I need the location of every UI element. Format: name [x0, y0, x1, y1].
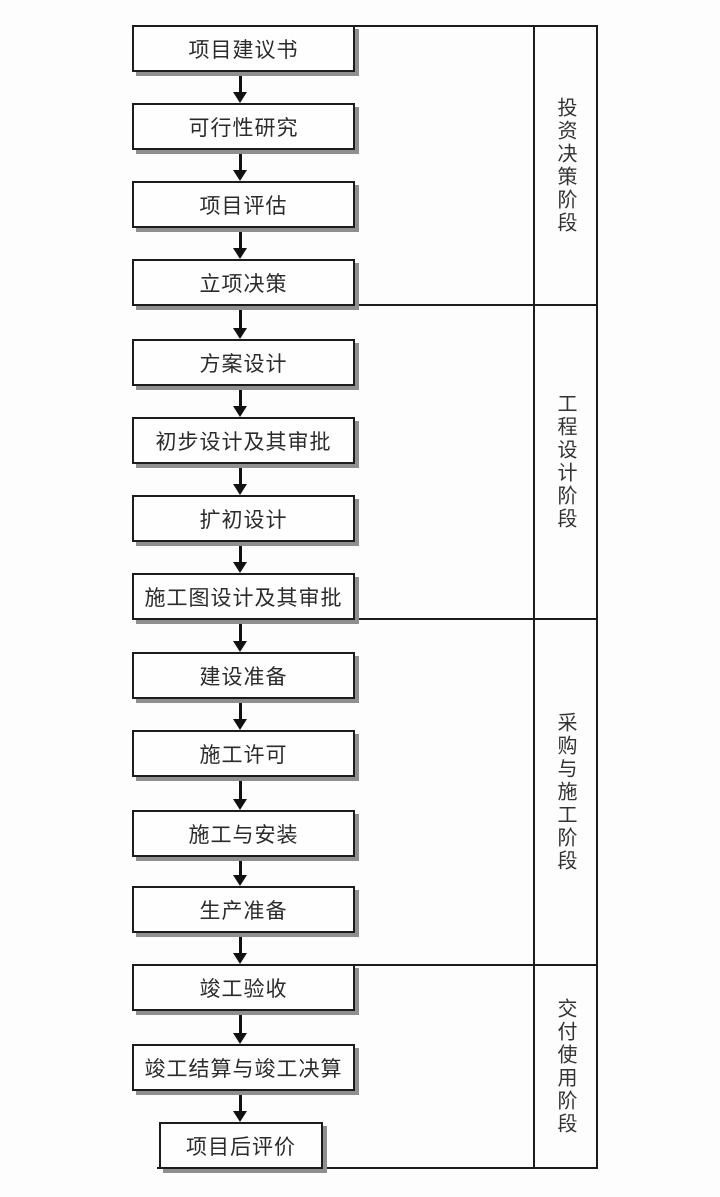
arrow-shaft — [239, 386, 242, 409]
down-arrow — [233, 620, 247, 652]
arrow-head-icon — [233, 562, 247, 573]
phase-divider-line — [353, 964, 598, 966]
arrow-shaft — [239, 620, 242, 644]
down-arrow — [233, 1011, 247, 1044]
phase-section-procurement-and-construction: 采购与施工阶段 — [535, 620, 596, 966]
flow-step-scheme-design: 方案设计 — [132, 339, 355, 386]
phase-divider-line — [353, 304, 598, 306]
arrow-shaft — [239, 699, 242, 722]
arrow-shaft — [239, 777, 242, 802]
arrow-head-icon — [233, 484, 247, 495]
flow-step-expanded-preliminary-design: 扩初设计 — [132, 495, 355, 542]
down-arrow — [233, 386, 247, 417]
flow-step-label: 扩初设计 — [199, 507, 288, 532]
flow-step-label: 立项决策 — [199, 271, 288, 296]
flow-step-completion-settlement-and-final-accounts: 竣工结算与竣工决算 — [132, 1044, 355, 1091]
phase-label: 工程设计阶段 — [554, 393, 576, 531]
arrow-head-icon — [233, 1033, 247, 1044]
flow-step-construction-preparation: 建设准备 — [132, 652, 355, 699]
arrow-shaft — [239, 1091, 242, 1114]
arrow-head-icon — [233, 641, 247, 652]
arrow-head-icon — [233, 170, 247, 181]
down-arrow — [233, 933, 247, 964]
arrow-head-icon — [233, 719, 247, 730]
down-arrow — [233, 72, 247, 103]
phase-section-handover-and-use: 交付使用阶段 — [535, 966, 596, 1167]
arrow-head-icon — [233, 1111, 247, 1122]
down-arrow — [233, 777, 247, 810]
down-arrow — [233, 464, 247, 495]
flow-step-label: 项目建议书 — [188, 37, 299, 62]
arrow-head-icon — [233, 953, 247, 964]
phase-divider-line — [157, 1167, 598, 1169]
phase-section-investment-decision: 投资决策阶段 — [535, 27, 596, 306]
arrow-shaft — [239, 542, 242, 565]
arrow-head-icon — [233, 92, 247, 103]
phase-label: 交付使用阶段 — [554, 997, 576, 1136]
flow-step-construction-and-installation: 施工与安装 — [132, 810, 355, 857]
arrow-shaft — [239, 306, 242, 331]
flow-step-project-proposal: 项目建议书 — [132, 25, 355, 72]
phase-column: 投资决策阶段 工程设计阶段 采购与施工阶段 交付使用阶段 — [533, 25, 598, 1169]
flow-step-label: 项目评估 — [199, 193, 288, 218]
flow-step-label: 方案设计 — [199, 351, 288, 376]
phase-label: 采购与施工阶段 — [554, 711, 576, 873]
flow-step-label: 初步设计及其审批 — [155, 429, 332, 454]
flow-step-label: 建设准备 — [199, 664, 288, 689]
arrow-shaft — [239, 150, 242, 173]
down-arrow — [233, 857, 247, 886]
flow-step-construction-drawing-design-and-approval: 施工图设计及其审批 — [132, 573, 355, 620]
arrow-head-icon — [233, 799, 247, 810]
flow-step-label: 施工图设计及其审批 — [144, 585, 343, 610]
arrow-shaft — [239, 857, 242, 878]
flow-step-label: 竣工结算与竣工决算 — [144, 1056, 343, 1081]
arrow-shaft — [239, 228, 242, 251]
flow-step-preliminary-design-and-approval: 初步设计及其审批 — [132, 417, 355, 464]
flow-step-label: 项目后评价 — [186, 1134, 296, 1159]
arrow-shaft — [239, 464, 242, 487]
flow-step-post-project-evaluation: 项目后评价 — [159, 1122, 323, 1169]
phase-section-engineering-design: 工程设计阶段 — [535, 306, 596, 620]
flow-step-project-evaluation: 项目评估 — [132, 181, 355, 228]
phase-label: 投资决策阶段 — [554, 96, 576, 235]
down-arrow — [233, 699, 247, 730]
flow-step-project-approval-decision: 立项决策 — [132, 259, 355, 306]
arrow-head-icon — [233, 875, 247, 886]
arrow-shaft — [239, 1011, 242, 1036]
flow-step-construction-permit: 施工许可 — [132, 730, 355, 777]
phase-divider-line — [353, 618, 598, 620]
flow-step-label: 竣工验收 — [199, 976, 288, 1001]
down-arrow — [233, 1091, 247, 1122]
arrow-shaft — [239, 933, 242, 956]
phase-divider-line — [353, 25, 598, 27]
down-arrow — [233, 542, 247, 573]
flow-step-label: 可行性研究 — [188, 115, 299, 140]
flow-step-feasibility-study: 可行性研究 — [132, 103, 355, 150]
arrow-head-icon — [233, 328, 247, 339]
arrow-head-icon — [233, 406, 247, 417]
flow-step-label: 施工许可 — [199, 742, 288, 767]
arrow-shaft — [239, 72, 242, 95]
flow-step-production-preparation: 生产准备 — [132, 886, 355, 933]
flow-step-completion-acceptance: 竣工验收 — [132, 964, 355, 1011]
down-arrow — [233, 228, 247, 259]
down-arrow — [233, 306, 247, 339]
arrow-head-icon — [233, 248, 247, 259]
down-arrow — [233, 150, 247, 181]
flow-step-label: 生产准备 — [199, 898, 288, 923]
flow-step-label: 施工与安装 — [188, 822, 299, 847]
